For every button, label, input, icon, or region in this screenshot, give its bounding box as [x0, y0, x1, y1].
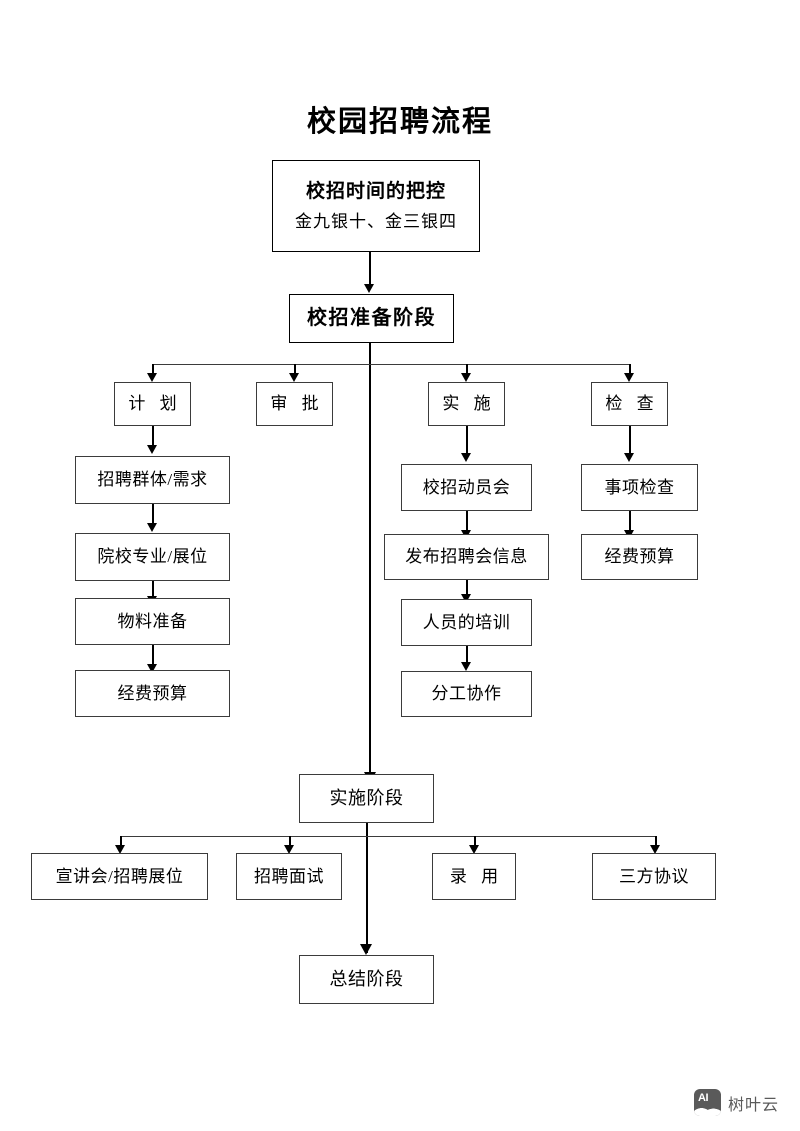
node-branch-approve-label: 审 批	[270, 394, 324, 414]
arrow-trunk-to-summary	[360, 944, 372, 955]
arrow-to-hire	[469, 845, 479, 854]
connector-execute-1	[466, 426, 468, 455]
connector-branch-bus	[152, 364, 629, 366]
node-execute-mobilization[interactable]: 校招动员会	[401, 464, 532, 511]
node-briefing-booth[interactable]: 宣讲会/招聘展位	[31, 853, 208, 900]
connector-drop-hire	[474, 836, 476, 848]
node-plan-budget[interactable]: 经费预算	[75, 670, 230, 717]
node-tripartite-agreement-label: 三方协议	[619, 866, 689, 886]
node-branch-check[interactable]: 检 查	[591, 382, 668, 426]
node-plan-material-prep[interactable]: 物料准备	[75, 598, 230, 645]
node-summary-stage[interactable]: 总结阶段	[299, 955, 434, 1004]
connector-prep-trunk	[369, 343, 372, 784]
connector-plan-4	[152, 645, 154, 667]
arrow-to-execute	[461, 373, 471, 382]
connector-implement-trunk	[366, 823, 369, 953]
node-branch-approve[interactable]: 审 批	[256, 382, 333, 426]
node-plan-school-booth[interactable]: 院校专业/展位	[75, 533, 230, 581]
connector-drop-approve	[294, 364, 296, 376]
node-summary-stage-label: 总结阶段	[329, 969, 404, 990]
node-execute-collaboration[interactable]: 分工协作	[401, 671, 532, 717]
node-branch-plan-label: 计 划	[128, 394, 182, 414]
node-timing-control-subtitle: 金九银十、金三银四	[295, 211, 457, 231]
connector-drop-tripartite	[655, 836, 657, 848]
connector-implement-bus	[120, 836, 656, 838]
node-timing-control[interactable]: 校招时间的把控 金九银十、金三银四	[272, 160, 480, 252]
arrow-to-briefing	[115, 845, 125, 854]
node-branch-check-label: 检 查	[605, 394, 659, 414]
connector-plan-1	[152, 426, 154, 447]
connector-plan-3	[152, 581, 154, 598]
arrow-to-tripartite	[650, 845, 660, 854]
node-hiring[interactable]: 录 用	[432, 853, 516, 900]
arrow-execute-4	[461, 662, 471, 671]
arrow-to-interview	[284, 845, 294, 854]
node-implement-stage-label: 实施阶段	[329, 788, 404, 809]
node-prep-stage-label: 校招准备阶段	[307, 307, 436, 329]
connector-drop-plan	[152, 364, 154, 376]
node-tripartite-agreement[interactable]: 三方协议	[592, 853, 716, 900]
node-execute-collaboration-label: 分工协作	[431, 684, 502, 704]
connector-execute-4	[466, 646, 468, 665]
node-plan-target-demand[interactable]: 招聘群体/需求	[75, 456, 230, 504]
node-execute-staff-training[interactable]: 人员的培训	[401, 599, 532, 646]
connector-drop-interview	[289, 836, 291, 848]
arrow-timing-to-prep	[364, 284, 374, 293]
node-recruit-interview[interactable]: 招聘面试	[236, 853, 342, 900]
node-implement-stage[interactable]: 实施阶段	[299, 774, 434, 823]
connector-execute-2	[466, 511, 468, 532]
node-execute-mobilization-label: 校招动员会	[422, 477, 511, 497]
arrow-execute-3	[461, 594, 471, 603]
connector-drop-check	[629, 364, 631, 376]
connector-check-1	[629, 426, 631, 455]
arrow-plan-2	[147, 523, 157, 532]
connector-drop-execute	[466, 364, 468, 376]
watermark-label: 树叶云	[728, 1094, 780, 1114]
node-plan-material-prep-label: 物料准备	[117, 611, 188, 631]
node-plan-school-booth-label: 院校专业/展位	[97, 547, 208, 567]
node-execute-publish-info[interactable]: 发布招聘会信息	[384, 534, 549, 580]
ai-icon-text: AI	[698, 1092, 709, 1104]
node-branch-execute[interactable]: 实 施	[428, 382, 505, 426]
arrow-plan-1	[147, 445, 157, 454]
node-check-items[interactable]: 事项检查	[581, 464, 698, 511]
ai-image-icon: AI	[694, 1089, 721, 1116]
node-timing-control-title: 校招时间的把控	[305, 181, 446, 202]
connector-execute-3	[466, 580, 468, 597]
watermark: AI 树叶云	[694, 1089, 779, 1116]
arrow-to-plan	[147, 373, 157, 382]
page-title: 校园招聘流程	[306, 106, 493, 138]
arrow-plan-4	[147, 664, 157, 673]
connector-timing-to-prep	[369, 252, 371, 286]
arrow-check-1	[624, 453, 634, 462]
node-execute-publish-info-label: 发布招聘会信息	[405, 547, 528, 567]
connector-plan-2	[152, 504, 154, 525]
arrow-to-check	[624, 373, 634, 382]
arrow-to-approve	[289, 373, 299, 382]
node-plan-budget-label: 经费预算	[117, 683, 188, 703]
node-recruit-interview-label: 招聘面试	[254, 866, 324, 886]
node-prep-stage[interactable]: 校招准备阶段	[289, 294, 454, 343]
node-check-budget[interactable]: 经费预算	[581, 534, 698, 580]
node-briefing-booth-label: 宣讲会/招聘展位	[55, 866, 184, 886]
connector-drop-briefing	[120, 836, 122, 848]
node-plan-target-demand-label: 招聘群体/需求	[97, 470, 208, 490]
node-execute-staff-training-label: 人员的培训	[422, 612, 511, 632]
connector-check-2	[629, 511, 631, 532]
arrow-execute-1	[461, 453, 471, 462]
node-branch-execute-label: 实 施	[442, 394, 496, 414]
ai-icon-hill	[694, 1105, 721, 1116]
node-hiring-label: 录 用	[449, 866, 504, 886]
node-check-items-label: 事项检查	[604, 477, 675, 497]
node-check-budget-label: 经费预算	[604, 547, 675, 567]
node-branch-plan[interactable]: 计 划	[114, 382, 191, 426]
